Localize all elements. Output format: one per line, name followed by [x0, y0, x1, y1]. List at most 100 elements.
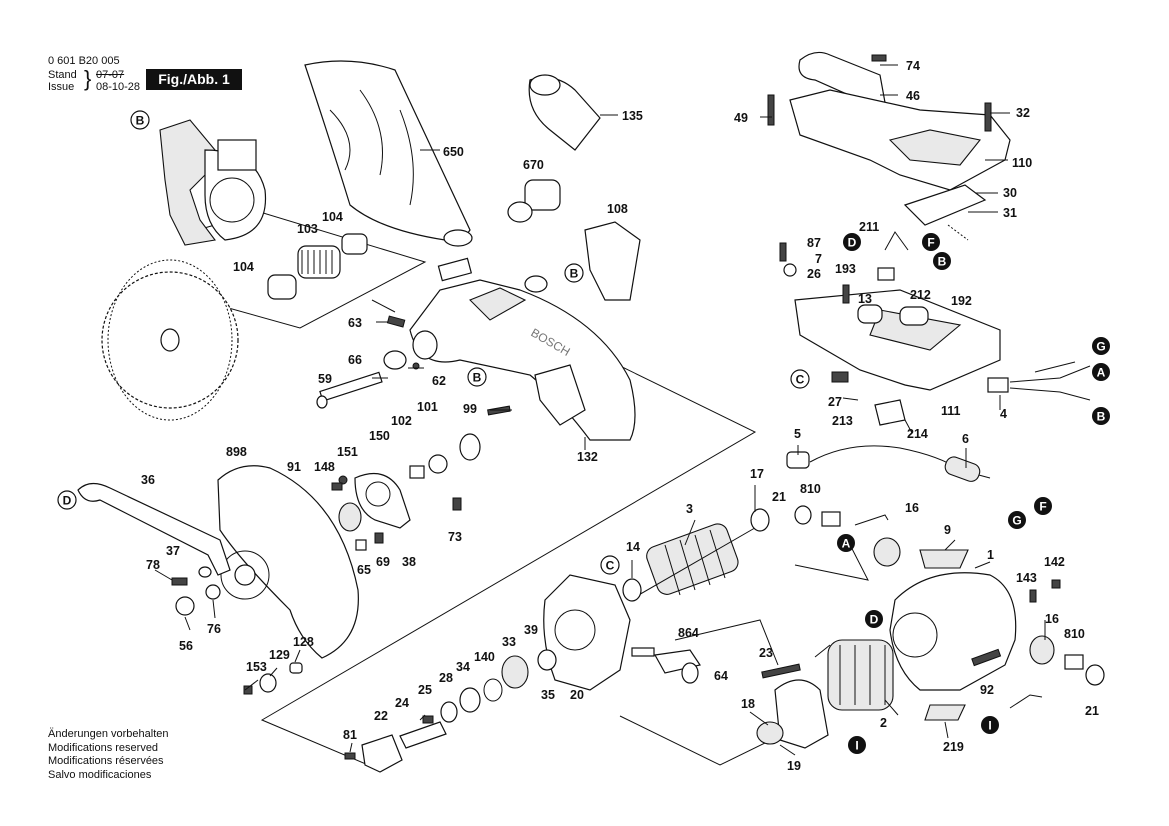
callout-b-outline: B: [130, 110, 150, 130]
part-label: 76: [207, 622, 221, 636]
label-9: [919, 549, 969, 569]
part-label: 66: [348, 353, 362, 367]
part-label: 150: [369, 429, 390, 443]
callout-i-filled: I: [981, 716, 999, 734]
stand-date: 07-07: [96, 69, 125, 81]
svg-text:G: G: [1096, 340, 1105, 354]
armature: [629, 523, 761, 601]
part-label: 5: [794, 427, 801, 441]
gear-housing: [543, 574, 631, 691]
part-label: 128: [293, 635, 314, 649]
part-label: 30: [1003, 186, 1017, 200]
part-label: 91: [287, 460, 301, 474]
part-label: 214: [907, 427, 928, 441]
part-label: 3: [686, 502, 693, 516]
part-label: 193: [835, 262, 856, 276]
part-label: 102: [391, 414, 412, 428]
callout-f-filled: F: [1034, 497, 1052, 515]
pivot-pin: [316, 371, 383, 409]
callout-g-filled: G: [1092, 337, 1110, 355]
washer-guard: [524, 275, 548, 293]
part-label: 132: [577, 450, 598, 464]
callout-f-filled: F: [922, 233, 940, 251]
part-label: 92: [980, 683, 994, 697]
svg-text:F: F: [927, 236, 934, 250]
part-label: 23: [759, 646, 773, 660]
dust-adapter: [507, 179, 561, 223]
svg-text:B: B: [136, 114, 145, 128]
part-label: 46: [906, 89, 920, 103]
issue-date: 08-10-28: [96, 81, 141, 93]
part-label: 24: [395, 696, 409, 710]
part-label: 78: [146, 558, 160, 572]
svg-text:A: A: [842, 537, 851, 551]
part-label: 153: [246, 660, 267, 674]
upper-blade-guard: BOSCH: [409, 279, 636, 441]
svg-text:C: C: [606, 559, 615, 573]
footer-line: Modifications réservées: [48, 755, 164, 767]
part-label: 650: [443, 145, 464, 159]
part-label: 670: [523, 158, 544, 172]
part-label: 32: [1016, 106, 1030, 120]
figure-label: Fig./Abb. 1: [146, 69, 242, 90]
bearing-flange: [361, 734, 403, 773]
callout-d-filled: D: [843, 233, 861, 251]
field-coil: [827, 639, 894, 711]
part-label: 99: [463, 402, 477, 416]
part-label: 16: [1045, 612, 1059, 626]
part-label: 63: [348, 316, 362, 330]
part-label: 108: [607, 202, 628, 216]
svg-text:D: D: [870, 613, 879, 627]
brace-icon: }: [84, 66, 92, 91]
part-label: 59: [318, 372, 332, 386]
callout-b-filled: B: [1092, 407, 1110, 425]
part-label: 19: [787, 759, 801, 773]
part-label: 56: [179, 639, 193, 653]
part-label: 34: [456, 660, 470, 674]
part-label: 64: [714, 669, 728, 683]
blade-wrench: [77, 482, 231, 576]
dust-nozzle: [528, 74, 601, 151]
doc-number: 0 601 B20 005: [48, 55, 120, 67]
part-label: 21: [772, 490, 786, 504]
part-label: 20: [570, 688, 584, 702]
svg-text:B: B: [473, 371, 482, 385]
part-label: 810: [1064, 627, 1085, 641]
part-labels: 74 46 49 32 110 30 31 135 650 670 108 10…: [141, 59, 1099, 773]
motor-housing: [889, 572, 1017, 691]
part-label: 16: [905, 501, 919, 515]
part-label: 143: [1016, 571, 1037, 585]
part-label: 864: [678, 626, 699, 640]
svg-text:D: D: [63, 494, 72, 508]
part-label: 37: [166, 544, 180, 558]
lower-blade-guard: [217, 465, 359, 659]
callout-d-outline: D: [57, 490, 77, 510]
label-219: [924, 704, 966, 721]
svg-text:B: B: [938, 255, 947, 269]
part-label: 73: [448, 530, 462, 544]
part-label: 35: [541, 688, 555, 702]
footer-line: Änderungen vorbehalten: [48, 728, 169, 740]
part-label: 87: [807, 236, 821, 250]
chip-deflector: [584, 221, 641, 301]
part-label: 31: [1003, 206, 1017, 220]
part-label: 1: [987, 548, 994, 562]
callout-b-filled: B: [933, 252, 951, 270]
lower-group-frame: [260, 361, 757, 771]
part-label: 28: [439, 671, 453, 685]
part-label: 4: [1000, 407, 1007, 421]
callout-d-filled: D: [865, 610, 883, 628]
svg-text:A: A: [1097, 366, 1106, 380]
svg-text:B: B: [1097, 410, 1106, 424]
part-label: 38: [402, 555, 416, 569]
callout-a-filled: A: [1092, 363, 1110, 381]
part-label: 151: [337, 445, 358, 459]
part-label: 2: [880, 716, 887, 730]
dust-bag: [304, 60, 473, 247]
svg-text:G: G: [1012, 514, 1021, 528]
part-label: 219: [943, 740, 964, 754]
callout-i-filled: I: [848, 736, 866, 754]
callout-b-outline: B: [564, 263, 584, 283]
part-label: 22: [374, 709, 388, 723]
part-label: 81: [343, 728, 357, 742]
